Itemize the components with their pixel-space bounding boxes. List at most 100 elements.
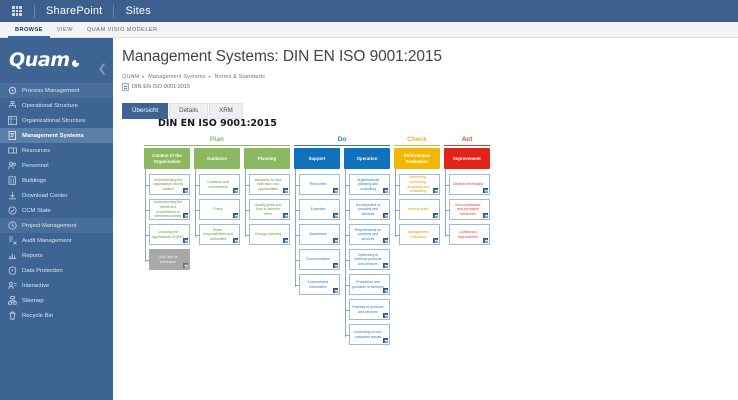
diagram-node[interactable]: Development of products and services [345,199,390,220]
sidebar-item-ccm-state[interactable]: CCM State [0,203,113,218]
sidebar-item-buildings[interactable]: Buildings [0,173,113,188]
diagram-node[interactable]: Non-compliance and corrective measures [445,199,490,220]
column-header-planning[interactable]: Planning [244,148,290,169]
node-document-icon [332,212,338,218]
sidebar-item-download-center[interactable]: Download Center [0,188,113,203]
sidebar-item-organizational-structure[interactable]: Organizational Structure [0,113,113,128]
diagram-node[interactable]: Policy [195,199,240,220]
diagram-node[interactable]: Requirements for products and services [345,224,390,245]
sidebar-item-project-management[interactable]: Project Management [0,218,113,233]
diagram-node[interactable]: Measures to deal with risks and opportun… [245,174,290,195]
tab-xrm[interactable]: XRM [209,103,243,120]
node-document-icon [332,262,338,268]
diagram-node[interactable]: Understanding the organisation and its c… [145,174,190,195]
diagram-node[interactable]: Quality goals and how to achieve them [245,199,290,220]
column-header-operation[interactable]: Operation [344,148,390,169]
document-list-icon [8,131,17,140]
diagram-node[interactable]: Roles, responsibilities and authorities [195,224,240,245]
column-items: Understanding the organisation and its c… [144,169,190,270]
hierarchy-icon [8,101,17,110]
diagram-node[interactable]: Communication [295,249,340,270]
breadcrumb-document-label: DIN EN ISO 9001:2015 [132,84,191,90]
column-header-improvement[interactable]: Improvement [444,148,490,169]
diagram-node[interactable]: Expertise [295,199,340,220]
quam-logo-dot [71,58,80,67]
diagram-node[interactable]: Internal audit [395,199,440,220]
sidebar-item-personnel[interactable]: Personnel [0,158,113,173]
sidebar-item-label: Organizational Structure [22,117,86,124]
ribbon-tab-browse[interactable]: BROWSE [8,22,50,38]
diagram-node[interactable]: Guidance and commitment [195,174,240,195]
column-items: Measures to deal with risks and opportun… [244,169,290,245]
node-document-icon [182,212,188,218]
breadcrumb: QUAM▸Management Systems▸Norms & Standard… [122,74,738,80]
interactive-icon [8,281,17,290]
diagram-node[interactable]: QMS and its processes [145,249,190,270]
sidebar-item-reports[interactable]: Reports [0,248,113,263]
diagram-node-label: Release of products and services [352,304,384,314]
chevron-left-icon[interactable]: ❮ [97,63,107,75]
sidebar-item-management-systems[interactable]: Management Systems [0,128,113,143]
sidebar-item-label: Management Systems [22,132,84,139]
breadcrumb-item-norms-standards[interactable]: Norms & Standards [214,74,265,80]
diagram-node-label: Quality goals and how to achieve them [254,202,282,216]
diagram-node[interactable]: Monitoring, measuring, analysing and eva… [395,174,440,195]
diagram-node[interactable]: Release of products and services [345,299,390,320]
diagram-node[interactable]: Production and provision of services [345,274,390,295]
diagram-node[interactable]: Controlling of non-compliant results [345,324,390,345]
diagram-node-label: Production and provision of services [352,279,384,289]
quam-logo[interactable]: Quam ❮ [0,38,113,81]
ribbon-tab-view[interactable]: VIEW [56,26,73,33]
sidebar-item-process-management[interactable]: Process Management [0,83,113,98]
sidebar-item-label: Resources [22,147,51,154]
suite-divider [34,4,35,18]
sidebar-item-label: Download Center [22,192,68,199]
sidebar-item-audit-management[interactable]: Audit Management [0,233,113,248]
diagram-node[interactable]: Optimizing of external products and serv… [345,249,390,270]
diagram-node[interactable]: General information [445,174,490,195]
diagram-node[interactable]: Organisational planning and controlling [345,174,390,195]
tab-ubersicht[interactable]: Übersicht [122,103,169,120]
diagram-node[interactable]: Change planning [245,224,290,245]
tab-details[interactable]: Details [169,103,209,120]
diagram-node[interactable]: Resources [295,174,340,195]
sidebar-item-data-protection[interactable]: Data Protection [0,263,113,278]
diagram-node-label: General information [452,182,484,187]
sidebar-item-recycle-bin[interactable]: Recycle Bin [0,308,113,323]
sidebar-item-operational-structure[interactable]: Operational Structure [0,98,113,113]
column-header-context-of-the-organisation[interactable]: Context of the Organisation [144,148,190,169]
breadcrumb-item-management-systems[interactable]: Management Systems [148,74,206,80]
column-header-guidance[interactable]: Guidance [194,148,240,169]
ribbon-tab-bar: BROWSE VIEW QUAM VISIO MODELER [0,22,738,38]
org-chart-icon [8,116,17,125]
diagram-node[interactable]: Understanding the needs and expectations… [145,199,190,220]
diagram-node[interactable]: Management evaluation [395,224,440,245]
sidebar-item-resources[interactable]: Resources [0,143,113,158]
ribbon-tab-quam-visio-modeler[interactable]: QUAM VISIO MODELER [86,26,158,33]
sharepoint-brand-link[interactable]: SharePoint [46,5,103,17]
sidebar-item-interactive[interactable]: Interactive [0,278,113,293]
breadcrumb-document: DIN EN ISO 9001:2015 [122,83,738,91]
quam-logo-text: Quam [9,48,70,71]
diagram-node[interactable]: Awareness [295,224,340,245]
diagram-node[interactable]: Documented information [295,274,340,295]
app-launcher-icon[interactable] [0,0,34,22]
content-tab-bar: Übersicht Details XRM [122,103,738,120]
column-header-performance-evaluation[interactable]: Performance Evaluation [394,148,440,169]
diagram-node-label: Organisational planning and controlling [356,177,380,191]
sidebar-item-sitemap[interactable]: Sitemap [0,293,113,308]
sites-link[interactable]: Sites [125,5,151,17]
diagram-node-label: Resources [309,182,327,187]
diagram-node[interactable]: Continuous improvement [445,224,490,245]
column-header-support[interactable]: Support [294,148,340,169]
sidebar-item-label: Audit Management [22,237,72,244]
diagram-node-label: Non-compliance and corrective measures [455,202,481,216]
diagram-node-label: Choosing the applications of QMS [152,229,184,239]
breadcrumb-item-quam[interactable]: QUAM [122,74,140,80]
suite-bar: SharePoint Sites [0,0,738,22]
diagram-node[interactable]: Choosing the applications of QMS [145,224,190,245]
